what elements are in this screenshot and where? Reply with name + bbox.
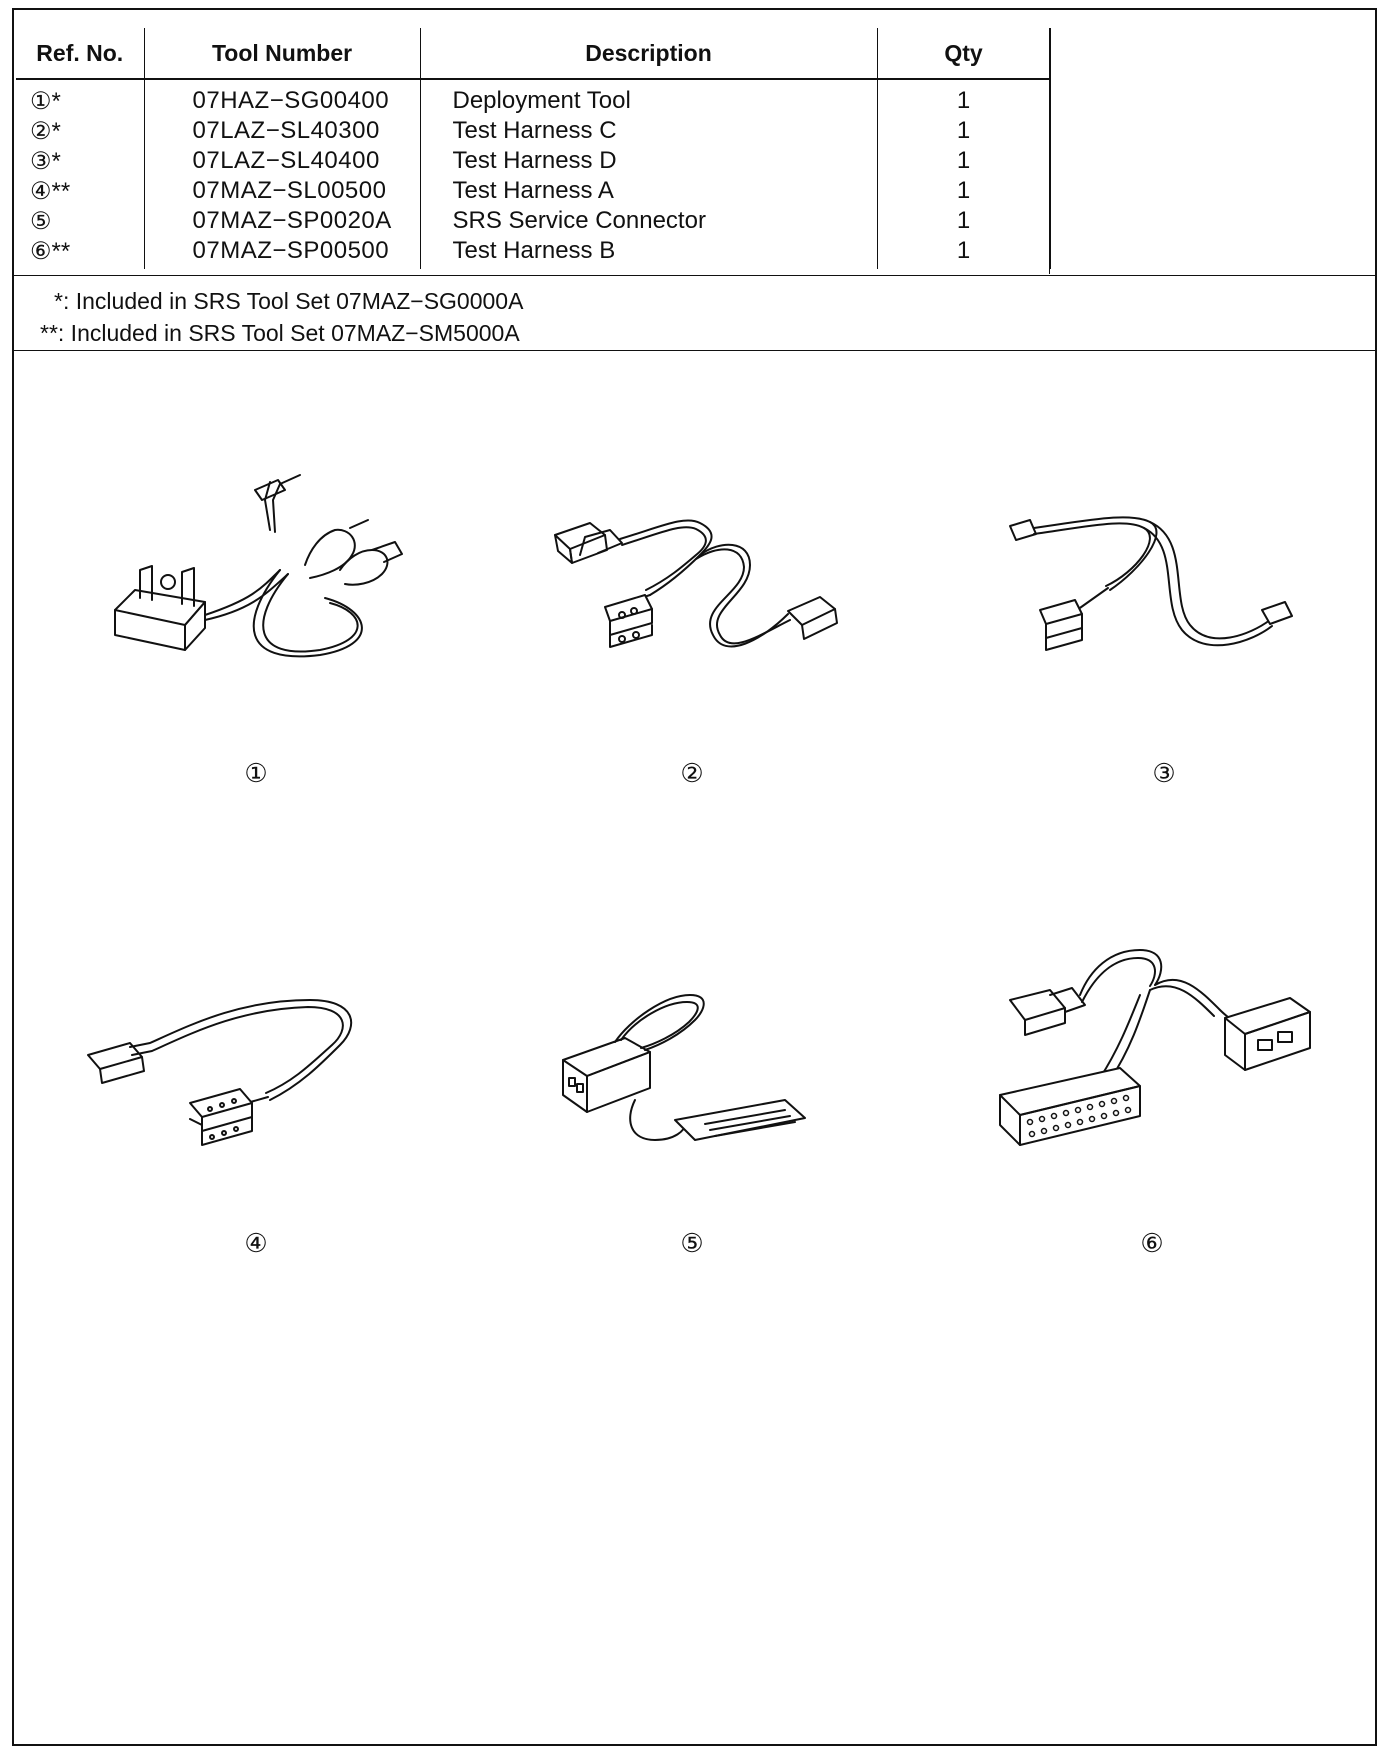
row-tool-number: 07MAZ−SP00500 — [144, 236, 421, 269]
row-tool-number: 07MAZ−SP0020A — [144, 206, 421, 236]
row-ref: ①* — [16, 79, 145, 116]
row-description: Test Harness D — [420, 146, 878, 176]
header-qty: Qty — [877, 28, 1051, 80]
deployment-tool-illustration — [114, 474, 403, 658]
row-description: Test Harness C — [420, 116, 878, 146]
header-ref-no: Ref. No. — [16, 28, 145, 80]
row-ref: ③* — [16, 146, 145, 176]
row-qty: 1 — [877, 236, 1051, 269]
footnotes: *: Included in SRS Tool Set 07MAZ−SG0000… — [40, 285, 523, 349]
header-tool-number: Tool Number — [144, 28, 421, 80]
table-row: ④** 07MAZ−SL00500 Test Harness A 1 — [16, 176, 1051, 206]
row-qty: 1 — [877, 176, 1051, 206]
test-harness-b-illustration — [999, 949, 1311, 1146]
figure-label-5: ⑤ — [680, 1228, 704, 1258]
row-tool-number: 07MAZ−SL00500 — [144, 176, 421, 206]
footnote-double-star: **: Included in SRS Tool Set 07MAZ−SM500… — [40, 320, 520, 346]
table-row: ③* 07LAZ−SL40400 Test Harness D 1 — [16, 146, 1051, 176]
row-qty: 1 — [877, 206, 1051, 236]
figure-label-4: ④ — [244, 1228, 268, 1258]
figure-label-6: ⑥ — [1140, 1228, 1164, 1258]
figure-label-1: ① — [244, 758, 268, 788]
row-ref: ④** — [16, 176, 145, 206]
row-ref: ⑥** — [16, 236, 145, 269]
table-divider — [12, 275, 1377, 276]
table-row: ①* 07HAZ−SG00400 Deployment Tool 1 — [16, 79, 1051, 116]
srs-service-connector-illustration — [562, 994, 806, 1141]
figure-label-2: ② — [680, 758, 704, 788]
row-ref: ②* — [16, 116, 145, 146]
test-harness-a-illustration — [87, 999, 353, 1146]
table-row: ⑤ 07MAZ−SP0020A SRS Service Connector 1 — [16, 206, 1051, 236]
page-frame — [12, 8, 1377, 1746]
row-tool-number: 07LAZ−SL40300 — [144, 116, 421, 146]
row-description: Test Harness B — [420, 236, 878, 269]
row-tool-number: 07HAZ−SG00400 — [144, 79, 421, 116]
row-description: SRS Service Connector — [420, 206, 878, 236]
row-description: Test Harness A — [420, 176, 878, 206]
figure-label-3: ③ — [1152, 758, 1176, 788]
row-qty: 1 — [877, 146, 1051, 176]
qty-column-border — [1049, 28, 1050, 274]
row-ref: ⑤ — [16, 206, 145, 236]
row-tool-number: 07LAZ−SL40400 — [144, 146, 421, 176]
tool-table: Ref. No. Tool Number Description Qty ①* … — [16, 28, 1051, 269]
row-qty: 1 — [877, 79, 1051, 116]
test-harness-c-illustration — [554, 519, 838, 648]
row-description: Deployment Tool — [420, 79, 878, 116]
table-header-row: Ref. No. Tool Number Description Qty — [16, 28, 1051, 80]
footnote-single-star: *: Included in SRS Tool Set 07MAZ−SG0000… — [54, 288, 524, 314]
header-description: Description — [420, 28, 878, 80]
table-row: ⑥** 07MAZ−SP00500 Test Harness B 1 — [16, 236, 1051, 269]
row-qty: 1 — [877, 116, 1051, 146]
section-divider — [12, 350, 1377, 351]
test-harness-d-illustration — [1009, 516, 1293, 651]
table-row: ②* 07LAZ−SL40300 Test Harness C 1 — [16, 116, 1051, 146]
